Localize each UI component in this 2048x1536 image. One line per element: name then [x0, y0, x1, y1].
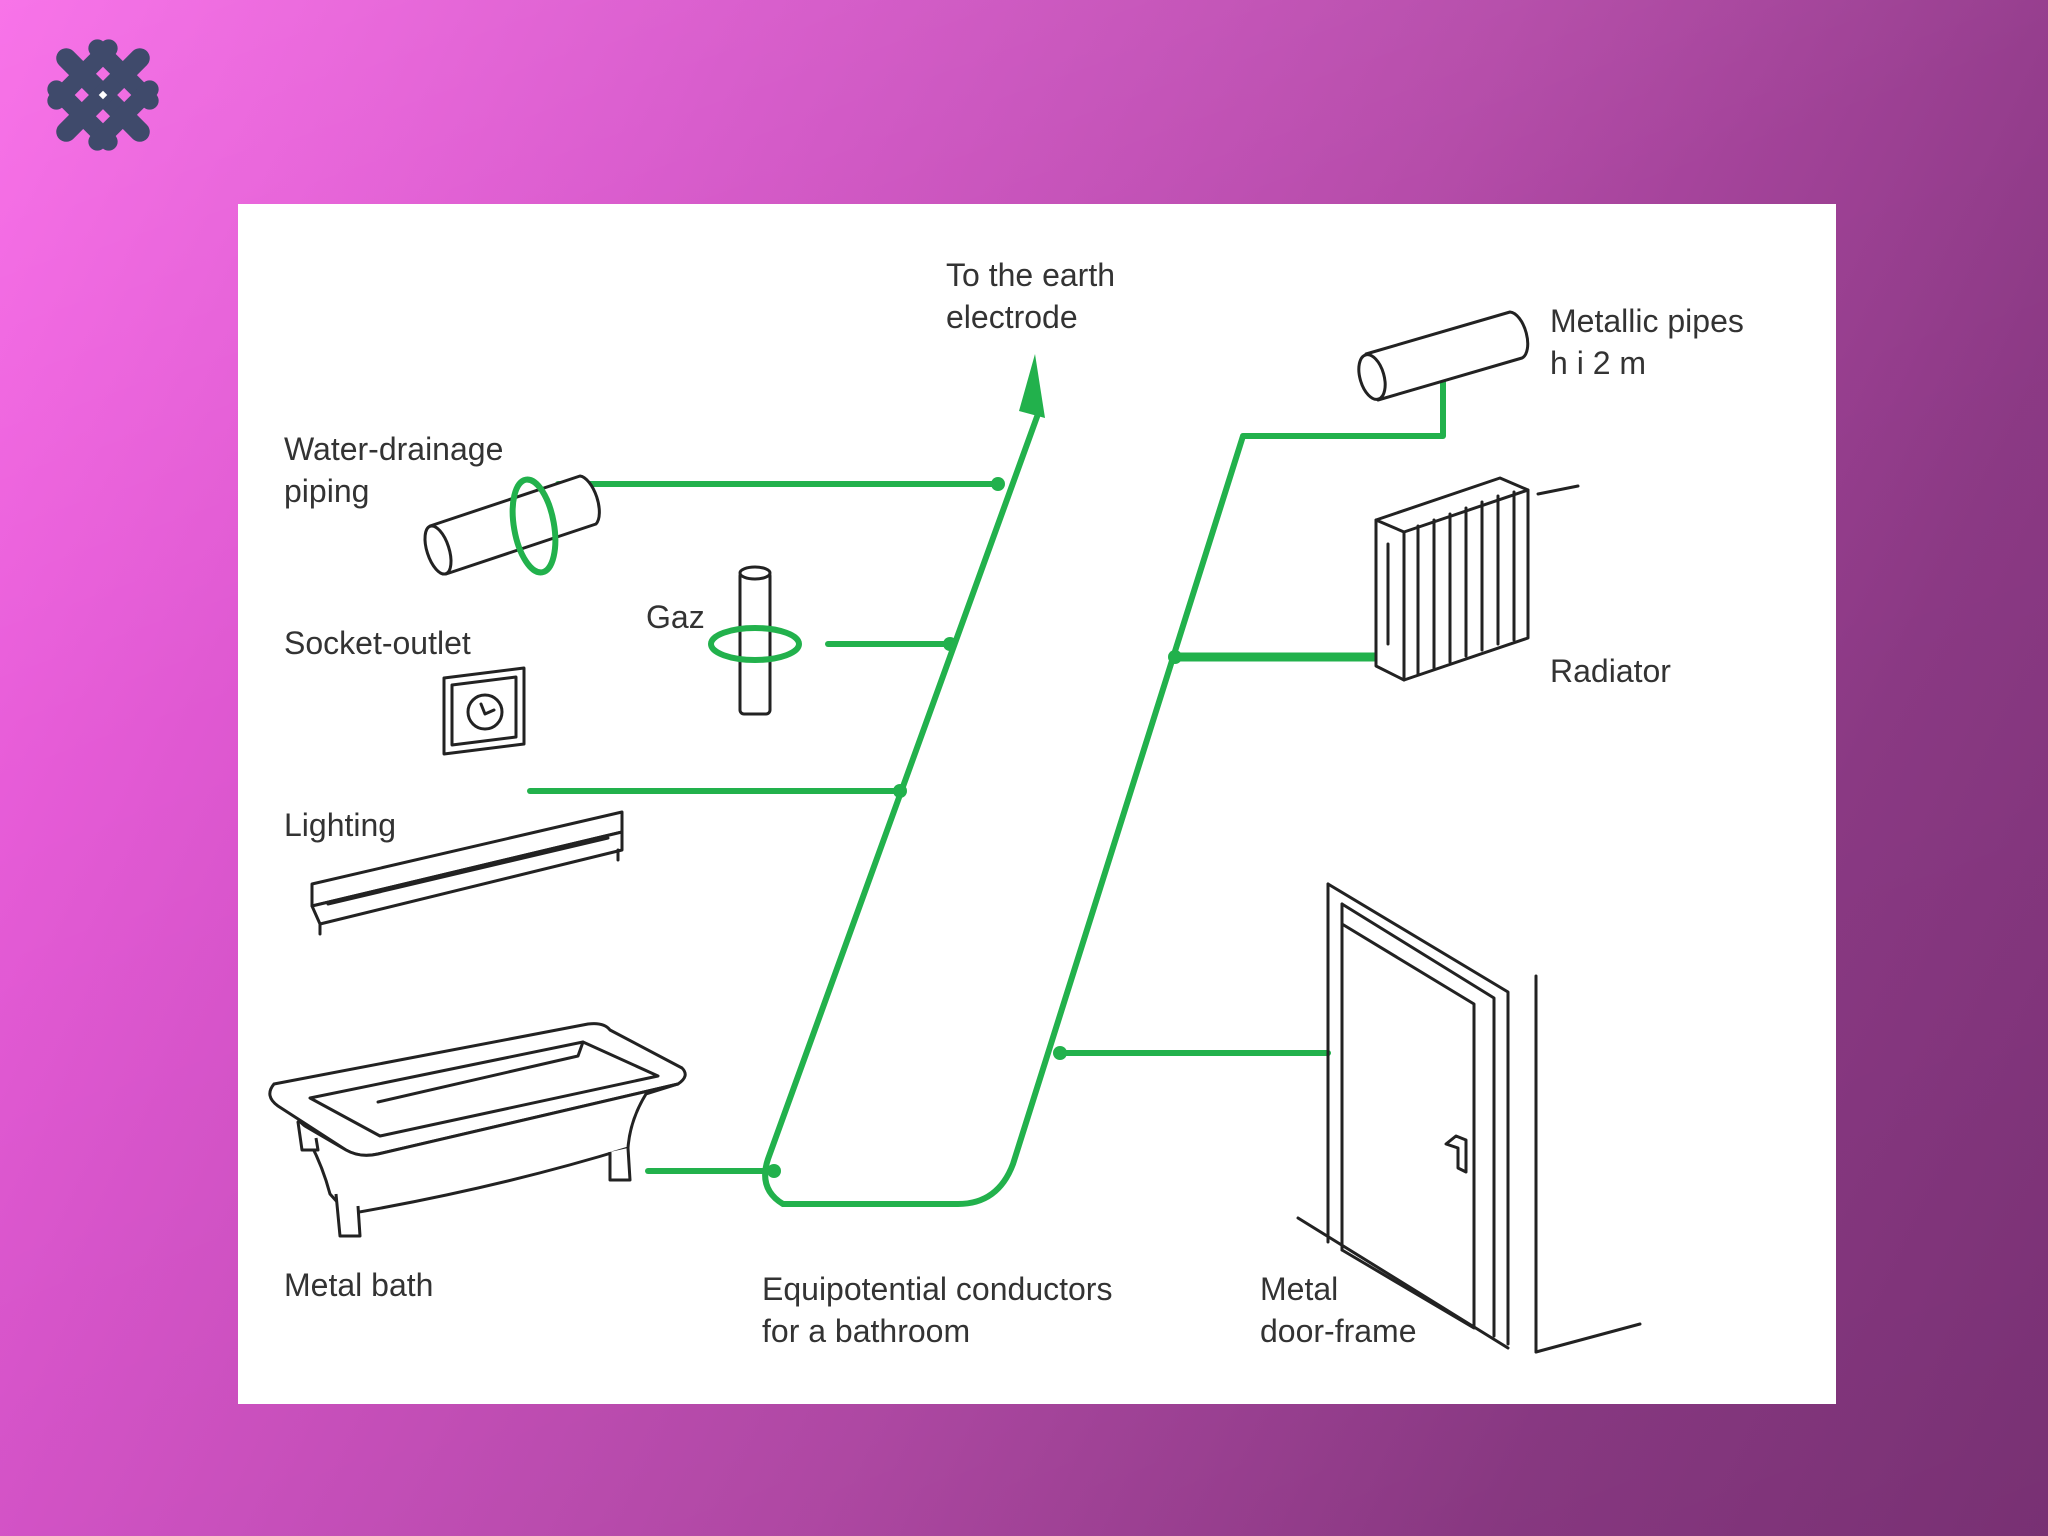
label-metallic-pipes-line2: h i 2 m: [1550, 345, 1646, 381]
door-frame-icon: [1296, 882, 1642, 1354]
logo-icon: [47, 39, 159, 151]
junction-dot: [943, 637, 957, 651]
junction-dot: [893, 784, 907, 798]
arrow-up-icon: [1019, 354, 1045, 418]
metal-bath-icon: [268, 1022, 687, 1238]
label-gaz: Gaz: [646, 599, 705, 635]
gas-pipe-icon: [708, 565, 802, 716]
water-drainage-pipe-icon: [423, 474, 601, 576]
label-water-drainage-line2: piping: [284, 473, 369, 509]
metallic-pipe-icon: [1357, 310, 1530, 402]
label-radiator: Radiator: [1550, 653, 1671, 689]
diagram-panel: To the earth electrode Metallic pipes h …: [238, 204, 1836, 1404]
label-earth-line1: To the earth: [946, 257, 1115, 293]
label-water-drainage-line1: Water-drainage: [284, 431, 503, 467]
label-metal-door-line2: door-frame: [1260, 1313, 1417, 1349]
lighting-fixture-icon: [310, 810, 624, 936]
junction-dot: [991, 477, 1005, 491]
label-equipotential-line2: for a bathroom: [762, 1313, 970, 1349]
label-equipotential-line1: Equipotential conductors: [762, 1271, 1112, 1307]
label-earth-line2: electrode: [946, 299, 1078, 335]
label-lighting: Lighting: [284, 807, 396, 843]
socket-outlet-icon: [442, 666, 526, 756]
equipotential-bonding-diagram: To the earth electrode Metallic pipes h …: [268, 257, 1744, 1354]
radiator-icon: [1374, 476, 1580, 682]
label-metallic-pipes-line1: Metallic pipes: [1550, 303, 1744, 339]
junction-dot: [1168, 650, 1182, 664]
label-metal-door-line1: Metal: [1260, 1271, 1338, 1307]
junction-dot: [767, 1164, 781, 1178]
label-metal-bath: Metal bath: [284, 1267, 433, 1303]
label-socket-outlet: Socket-outlet: [284, 625, 471, 661]
junction-dot: [1053, 1046, 1067, 1060]
main-conductor-left: [762, 371, 1446, 1207]
